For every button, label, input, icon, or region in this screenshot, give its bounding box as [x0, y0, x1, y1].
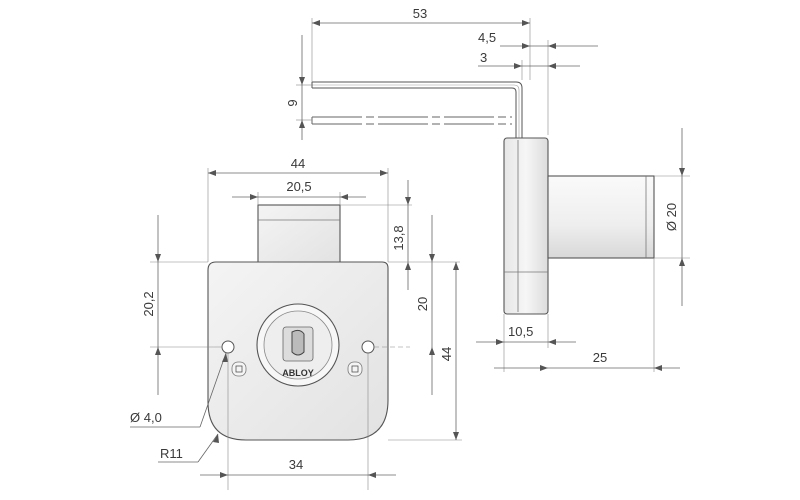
dim-hole-spacing: 34 — [289, 457, 303, 472]
dim-cylinder-diameter: Ø 20 — [664, 203, 679, 231]
dim-key-length: 53 — [413, 6, 427, 21]
dim-body-upper: 20,2 — [141, 291, 156, 316]
dim-body-height: 44 — [439, 347, 454, 361]
key-ghost — [311, 116, 512, 125]
screw-right — [347, 361, 363, 377]
side-view — [311, 81, 655, 315]
dim-offset-inner: 3 — [480, 50, 487, 65]
key-solid — [312, 81, 523, 138]
dim-body-to-center: 20 — [415, 297, 430, 311]
screw-left — [231, 361, 247, 377]
front-view: ABLOY — [150, 204, 410, 441]
dim-hole-diameter: Ø 4,0 — [130, 410, 162, 425]
dim-bolt-width: 20,5 — [286, 179, 311, 194]
cylinder — [547, 175, 655, 259]
dim-key-spacing: 9 — [285, 99, 300, 106]
dim-width-total: 44 — [291, 156, 305, 171]
dim-flange-depth: 10,5 — [508, 324, 533, 339]
brand-logo: ABLOY — [282, 368, 314, 378]
mounting-hole-left — [221, 340, 235, 354]
dim-bolt-height: 13,8 — [391, 225, 406, 250]
side-dimensions: 53 4,5 3 9 Ø 20 10,5 — [285, 6, 690, 372]
keyway-icon — [291, 329, 305, 356]
flange — [503, 137, 549, 315]
front-dimensions: 44 20,5 13,8 20 44 20,2 — [130, 156, 462, 490]
dim-cylinder-length: 25 — [593, 350, 607, 365]
bolt — [257, 204, 341, 266]
mounting-hole-right — [361, 340, 375, 354]
dim-offset-outer: 4,5 — [478, 30, 496, 45]
dim-corner-radius: R11 — [160, 446, 183, 461]
